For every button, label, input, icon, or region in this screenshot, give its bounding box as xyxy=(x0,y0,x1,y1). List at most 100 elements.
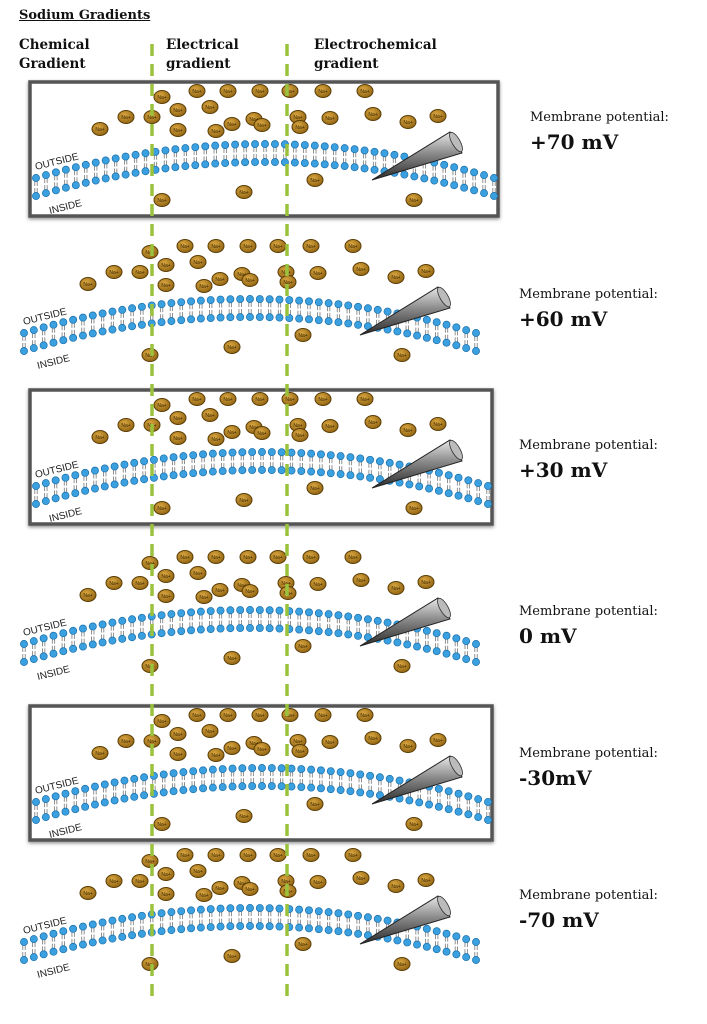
sodium-ion xyxy=(188,84,206,98)
lipid-head xyxy=(452,652,461,661)
sodium-ion xyxy=(269,550,287,564)
ion-label: Na+ xyxy=(145,664,154,670)
sodium-ion xyxy=(189,255,207,269)
ion-label: Na+ xyxy=(360,89,369,95)
lipid-head xyxy=(238,782,247,791)
lipid-head xyxy=(255,313,264,322)
lipid-head xyxy=(258,764,266,772)
sodium-ion xyxy=(195,590,213,604)
lipid-head xyxy=(20,347,28,355)
lipid-head xyxy=(444,805,453,814)
lipid-head xyxy=(464,494,473,503)
lipid-head xyxy=(29,344,38,353)
lipid-head xyxy=(108,325,117,334)
sodium-ion xyxy=(352,871,370,885)
sodium-ion xyxy=(405,817,423,831)
lipid-head xyxy=(59,927,68,936)
lipid-head xyxy=(366,455,375,464)
lipid-head xyxy=(434,486,443,495)
sodium-ion xyxy=(188,392,206,406)
ion-label: Na+ xyxy=(433,738,442,744)
sodium-ion xyxy=(399,115,417,129)
lipid-head xyxy=(140,791,149,800)
ion-label: Na+ xyxy=(95,127,104,133)
lipid-head xyxy=(454,473,463,482)
lipid-head xyxy=(432,927,441,936)
lipid-head xyxy=(403,640,412,649)
lipid-head xyxy=(246,295,254,303)
ion-label: Na+ xyxy=(161,594,170,600)
sodium-ion xyxy=(169,727,187,741)
lipid-head xyxy=(69,333,78,342)
lipid-head xyxy=(370,165,379,174)
lipid-head xyxy=(187,924,195,933)
lipid-head xyxy=(208,783,217,792)
ion-label: Na+ xyxy=(223,89,232,95)
lipid-head xyxy=(81,784,90,793)
lipid-head xyxy=(314,609,323,618)
lipid-head xyxy=(415,482,424,491)
lipid-head xyxy=(167,628,176,637)
lipid-head xyxy=(472,658,480,666)
lipid-head xyxy=(187,906,195,915)
lipid-head xyxy=(167,317,176,326)
lipid-head xyxy=(236,904,245,913)
lipid-head xyxy=(221,141,230,149)
lipid-head xyxy=(248,782,257,791)
lipid-head xyxy=(432,336,441,345)
ion-label: Na+ xyxy=(318,713,327,719)
ion-label: Na+ xyxy=(239,814,248,820)
lipid-head xyxy=(356,788,365,797)
lipid-head xyxy=(462,344,471,353)
lipid-head xyxy=(91,466,99,475)
lipid-head xyxy=(375,457,384,466)
lipid-head xyxy=(434,468,443,477)
sodium-ion xyxy=(253,742,271,756)
ion-label: Na+ xyxy=(145,962,154,968)
lipid-head xyxy=(314,316,323,325)
ion-label: Na+ xyxy=(192,89,201,95)
membrane-potential-value: +70 mV xyxy=(530,130,619,154)
sodium-ion xyxy=(241,882,259,896)
lipid-head xyxy=(79,642,87,651)
ion-label: Na+ xyxy=(223,397,232,403)
sodium-ion xyxy=(91,122,109,136)
lipid-head xyxy=(196,905,205,914)
sodium-ion xyxy=(405,193,423,207)
ion-label: Na+ xyxy=(193,571,202,577)
lipid-head xyxy=(59,318,68,327)
sodium-ion xyxy=(291,428,309,442)
lipid-head xyxy=(91,158,100,167)
lipid-head xyxy=(366,771,375,780)
lipid-head xyxy=(334,300,343,309)
lipid-head xyxy=(159,770,168,779)
ion-label: Na+ xyxy=(157,822,166,828)
lipid-head xyxy=(228,466,237,475)
sodium-ion xyxy=(79,588,97,602)
ion-label: Na+ xyxy=(421,878,430,884)
lipid-head xyxy=(121,170,130,179)
sodium-ion xyxy=(294,639,312,653)
sodium-ion xyxy=(211,881,229,895)
lipid-head xyxy=(169,471,178,480)
lipid-head xyxy=(88,640,97,649)
lipid-head xyxy=(159,788,168,797)
ion-label: Na+ xyxy=(397,962,406,968)
sodium-ion xyxy=(141,854,159,868)
lipid-head xyxy=(383,618,392,627)
membrane-potential-label: Membrane potential: xyxy=(519,287,658,302)
ion-label: Na+ xyxy=(95,435,104,441)
ion-label: Na+ xyxy=(180,244,189,250)
ion-label: Na+ xyxy=(298,942,307,948)
ion-label: Na+ xyxy=(310,802,319,808)
lipid-head xyxy=(49,320,58,329)
lipid-head xyxy=(140,475,149,484)
sodium-ion xyxy=(399,423,417,437)
lipid-head xyxy=(442,631,451,640)
lipid-head xyxy=(297,449,306,457)
lipid-head xyxy=(187,626,195,635)
lipid-head xyxy=(484,798,492,806)
membrane-potential-value: 0 mV xyxy=(519,624,577,648)
ion-label: Na+ xyxy=(135,581,144,587)
sodium-ion xyxy=(235,809,253,823)
